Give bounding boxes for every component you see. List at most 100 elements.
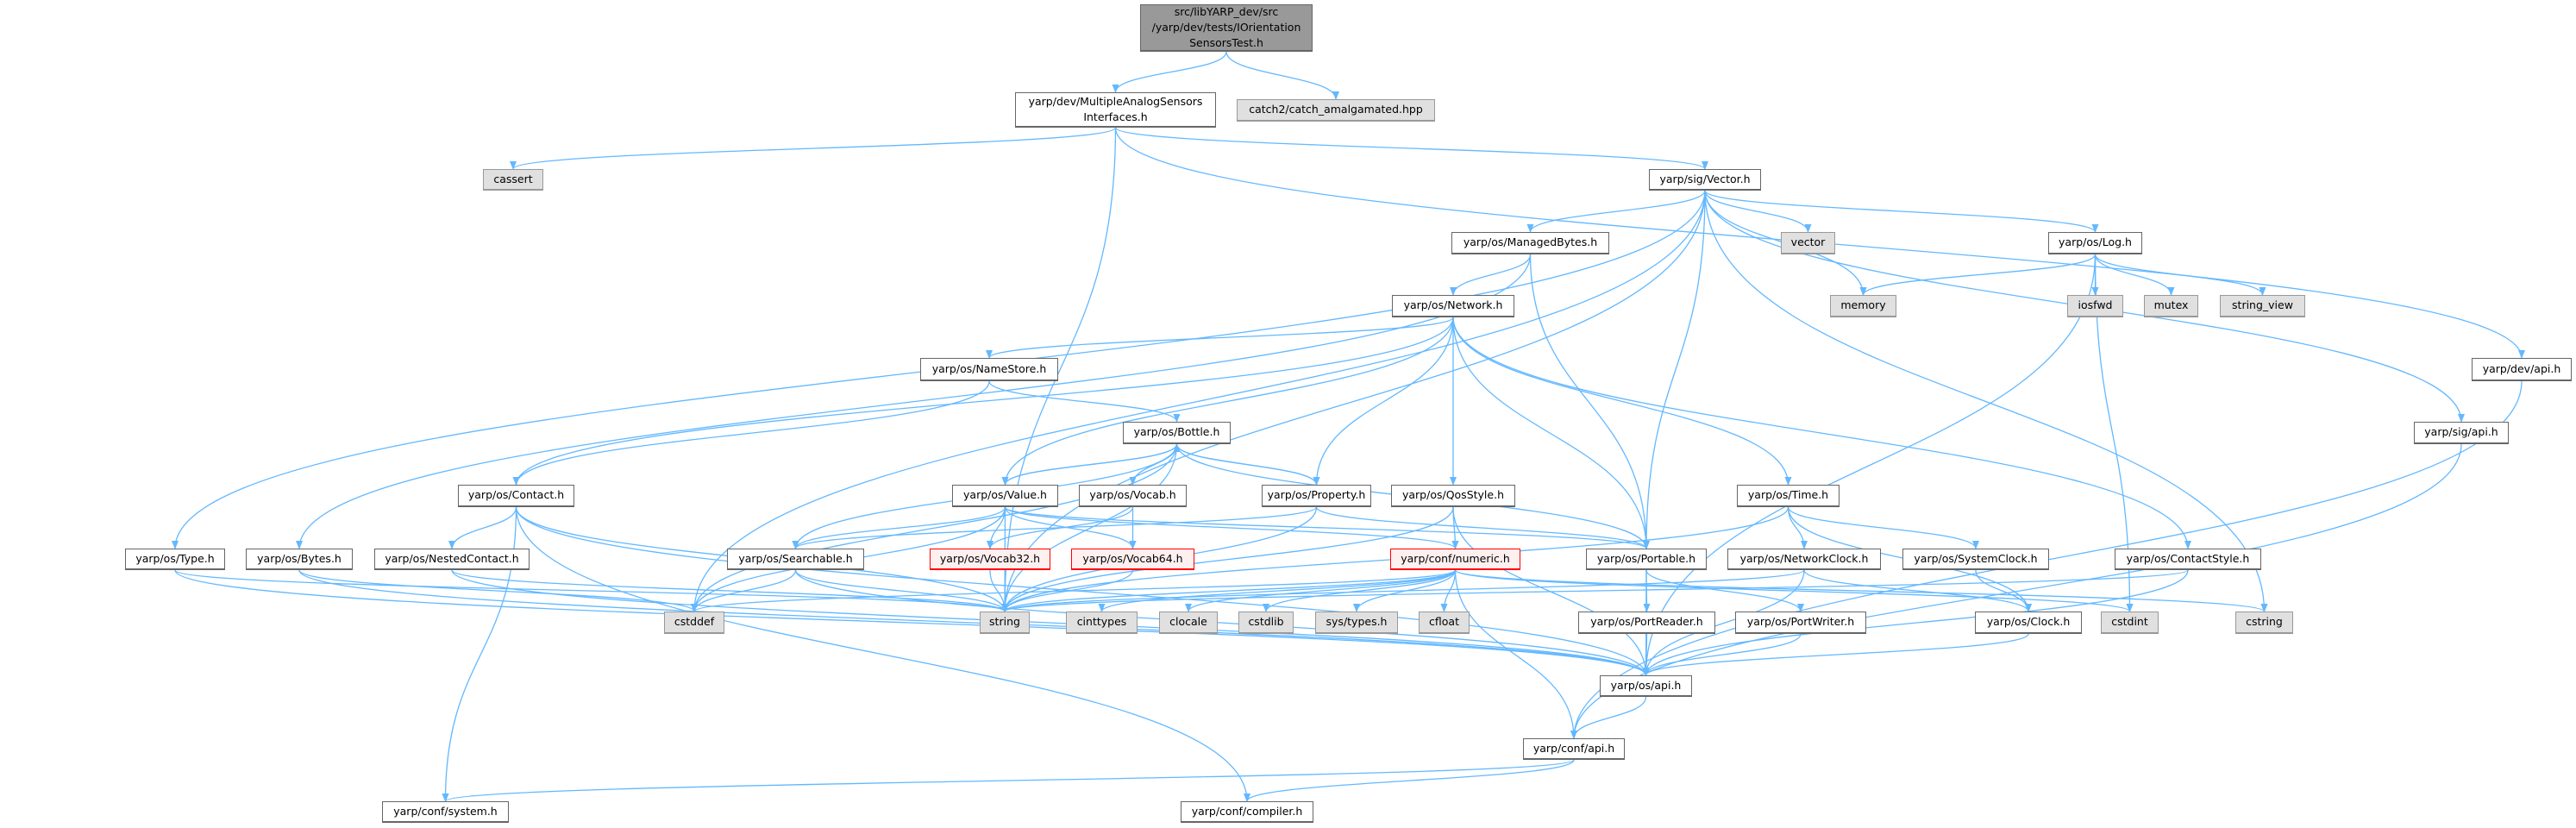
edge-bottle-to-cstddef	[691, 443, 1178, 612]
node-vector[interactable]: vector	[1781, 232, 1835, 254]
edge-searchable-to-string	[794, 569, 1008, 612]
node-time[interactable]: yarp/os/Time.h	[1737, 485, 1840, 507]
edge-searchable-to-cstddef	[691, 569, 797, 612]
edge-vectorh-to-portable	[1643, 190, 1706, 549]
edge-network-to-portable	[1452, 317, 1650, 549]
edge-vectorh-to-log	[1704, 190, 2099, 233]
node-network[interactable]: yarp/os/Network.h	[1392, 295, 1514, 317]
node-sysclock[interactable]: yarp/os/SystemClock.h	[1902, 549, 2049, 570]
node-catch2[interactable]: catch2/catch_amalgamated.hpp	[1237, 99, 1435, 122]
node-property[interactable]: yarp/os/Property.h	[1262, 485, 1371, 507]
node-cfloat[interactable]: cfloat	[1419, 612, 1470, 634]
node-managed[interactable]: yarp/os/ManagedBytes.h	[1451, 232, 1609, 254]
node-namestore[interactable]: yarp/os/NameStore.h	[920, 358, 1058, 381]
edge-portable-to-portwriter	[1645, 569, 1804, 612]
edge-time-to-sysclock	[1787, 506, 1979, 549]
edge-managed-to-network	[1450, 254, 1532, 296]
edge-numeric-to-cstddef	[691, 569, 1457, 612]
edge-numeric-to-cinttypes	[1098, 569, 1457, 612]
edge-contactstyle-to-osapi	[1642, 569, 2189, 676]
edge-vectorh-to-cstddef	[691, 190, 1706, 612]
node-sigapi[interactable]: yarp/sig/api.h	[2414, 422, 2509, 444]
node-vectorh[interactable]: yarp/sig/Vector.h	[1649, 169, 1761, 191]
edge-bytes-to-osapi	[298, 569, 1650, 676]
edge-value-to-portable	[1004, 506, 1650, 549]
edge-bytes-to-cstddef	[298, 569, 698, 612]
edge-osapi-to-confapi	[1570, 696, 1647, 739]
node-osapi[interactable]: yarp/os/api.h	[1600, 675, 1692, 697]
node-bottle[interactable]: yarp/os/Bottle.h	[1123, 422, 1231, 444]
node-value[interactable]: yarp/os/Value.h	[952, 485, 1058, 507]
node-portable[interactable]: yarp/os/Portable.h	[1586, 549, 1707, 570]
node-contactstyle[interactable]: yarp/os/ContactStyle.h	[2115, 549, 2261, 570]
edge-numeric-to-clocale	[1185, 569, 1457, 612]
edge-netclock-to-string	[1001, 569, 1805, 612]
node-qos[interactable]: yarp/os/QosStyle.h	[1391, 485, 1515, 507]
node-cstddef[interactable]: cstddef	[664, 612, 724, 634]
edge-numeric-to-string	[1001, 569, 1457, 612]
node-log[interactable]: yarp/os/Log.h	[2048, 232, 2142, 254]
edge-log-to-memory	[1859, 254, 2097, 296]
edge-root-to-mas	[1112, 51, 1227, 93]
node-type[interactable]: yarp/os/Type.h	[125, 549, 225, 570]
edge-confapi-to-system	[442, 759, 1575, 802]
edge-network-to-property	[1313, 317, 1454, 486]
node-portreader[interactable]: yarp/os/PortReader.h	[1578, 612, 1715, 634]
edge-property-to-portable	[1315, 506, 1650, 549]
node-mutex[interactable]: mutex	[2144, 295, 2198, 317]
node-compiler[interactable]: yarp/conf/compiler.h	[1181, 801, 1313, 823]
node-memory[interactable]: memory	[1830, 295, 1896, 317]
node-cstdint[interactable]: cstdint	[2101, 612, 2159, 634]
edge-vectorh-to-managed	[1526, 190, 1706, 233]
edge-log-to-cstdint	[2094, 254, 2134, 612]
node-clock[interactable]: yarp/os/Clock.h	[1975, 612, 2082, 634]
node-searchable[interactable]: yarp/os/Searchable.h	[727, 549, 864, 570]
node-vocab32[interactable]: yarp/os/Vocab32.h	[930, 549, 1050, 570]
edge-netclock-to-clock	[1803, 569, 2032, 612]
edge-mas-to-string	[1001, 127, 1117, 612]
node-cstring[interactable]: cstring	[2235, 612, 2293, 634]
edge-contact-to-osapi	[515, 506, 1650, 676]
node-mas[interactable]: yarp/dev/MultipleAnalogSensors Interface…	[1015, 92, 1216, 128]
node-confapi[interactable]: yarp/conf/api.h	[1523, 738, 1625, 760]
node-nested[interactable]: yarp/os/NestedContact.h	[374, 549, 530, 570]
edge-sigapi-to-confapi	[1570, 443, 2462, 739]
edge-clock-to-osapi	[1642, 633, 2029, 676]
node-root[interactable]: src/libYARP_dev/src /yarp/dev/tests/IOri…	[1140, 4, 1313, 52]
edge-confapi-to-compiler	[1244, 759, 1575, 802]
edge-mas-to-vectorh	[1114, 127, 1708, 170]
edge-numeric-to-cstring	[1454, 569, 2268, 612]
node-cassert[interactable]: cassert	[483, 169, 543, 191]
node-vocab[interactable]: yarp/os/Vocab.h	[1079, 485, 1187, 507]
node-devapi[interactable]: yarp/dev/api.h	[2472, 358, 2572, 381]
edge-numeric-to-cstdlib	[1263, 569, 1457, 612]
edge-root-to-catch2	[1225, 51, 1339, 100]
edge-nested-to-string	[451, 569, 1008, 612]
node-iosfwd[interactable]: iosfwd	[2067, 295, 2123, 317]
edge-numeric-to-confapi	[1454, 569, 1577, 739]
node-portwriter[interactable]: yarp/os/PortWriter.h	[1735, 612, 1866, 634]
edge-property-to-searchable	[792, 506, 1318, 549]
edge-network-to-namestore	[986, 317, 1454, 359]
node-cstdlib[interactable]: cstdlib	[1238, 612, 1294, 634]
node-contact[interactable]: yarp/os/Contact.h	[458, 485, 574, 507]
node-system[interactable]: yarp/conf/system.h	[382, 801, 509, 823]
node-string-view[interactable]: string_view	[2220, 295, 2305, 317]
edge-type-to-osapi	[174, 569, 1650, 676]
edge-nested-to-osapi	[451, 569, 1650, 676]
node-vocab64[interactable]: yarp/os/Vocab64.h	[1071, 549, 1194, 570]
edge-vectorh-to-vector	[1704, 190, 1812, 233]
node-cinttypes[interactable]: cinttypes	[1066, 612, 1138, 634]
edge-namestore-to-contact	[512, 380, 990, 486]
edge-value-to-bottle	[1004, 443, 1181, 486]
node-netclock[interactable]: yarp/os/NetworkClock.h	[1727, 549, 1881, 570]
node-bytes[interactable]: yarp/os/Bytes.h	[246, 549, 353, 570]
node-systypes[interactable]: sys/types.h	[1315, 612, 1398, 634]
edge-log-to-osapi	[1642, 254, 2097, 676]
node-clocale[interactable]: clocale	[1159, 612, 1218, 634]
node-string[interactable]: string	[980, 612, 1030, 634]
node-numeric[interactable]: yarp/conf/numeric.h	[1390, 549, 1520, 570]
edge-log-to-string_view	[2094, 254, 2266, 296]
edge-namestore-to-bottle	[988, 380, 1181, 423]
